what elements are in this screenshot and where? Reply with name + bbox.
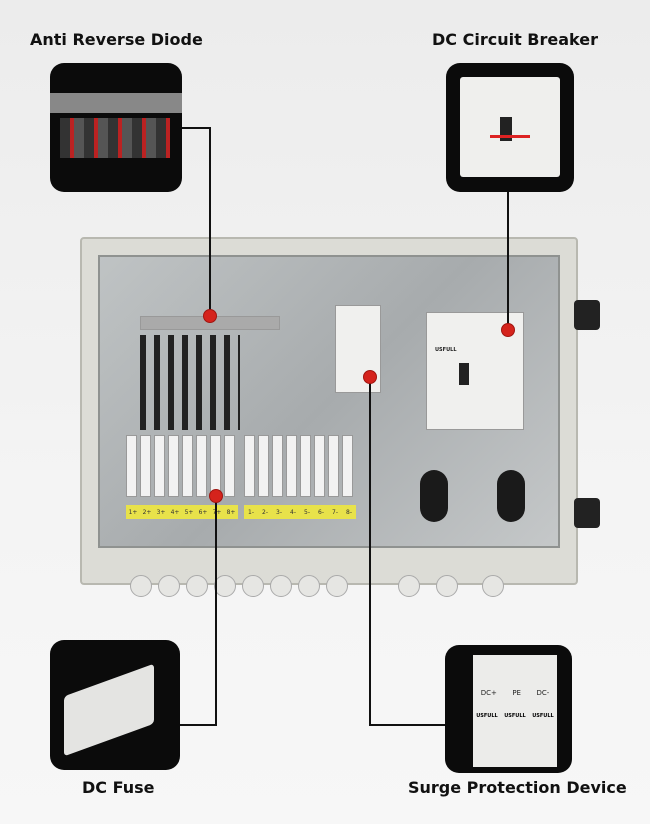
- dc-fuse-holder: [224, 435, 235, 497]
- fuse-string-label: 5+: [184, 508, 194, 516]
- cable-grommet: [497, 470, 525, 522]
- diode-marker-dot: [203, 309, 217, 323]
- fuse-string-label: 2-: [262, 508, 268, 516]
- lock-latch[interactable]: [574, 498, 600, 528]
- fuse-string-label: 3-: [276, 508, 282, 516]
- dc-fuse-holder: [328, 435, 339, 497]
- fuse-string-label: 3+: [156, 508, 166, 516]
- spd-marker-dot: [363, 370, 377, 384]
- cable-grommet: [420, 470, 448, 522]
- cable-gland: [214, 575, 236, 597]
- spd-terminal-label: PE: [512, 689, 521, 697]
- fuse-string-label: 8-: [346, 508, 352, 516]
- fuse-string-label: 1+: [128, 508, 138, 516]
- cable-gland: [326, 575, 348, 597]
- lock-latch[interactable]: [574, 300, 600, 330]
- cable-gland: [270, 575, 292, 597]
- fuse-string-label: 4+: [170, 508, 180, 516]
- dc-fuse-holder: [258, 435, 269, 497]
- spd-photo: DC+ PE DC- USFULL USFULL USFULL: [473, 655, 557, 767]
- dc-fuse-holder: [154, 435, 165, 497]
- dc-fuse-holder: [272, 435, 283, 497]
- dc-fuse-holder: [244, 435, 255, 497]
- dc-fuse-holder: [126, 435, 137, 497]
- dc-fuse-holder: [314, 435, 325, 497]
- dc-fuse-title: DC Fuse: [82, 778, 155, 797]
- dc-fuse-holder: [140, 435, 151, 497]
- anti-reverse-diode-inset: [50, 63, 182, 192]
- dc-fuse-inset: [50, 640, 180, 770]
- cable-gland: [130, 575, 152, 597]
- fuse-string-label: 7-: [332, 508, 338, 516]
- diode-busbar: [50, 93, 182, 113]
- breaker-photo: [460, 77, 560, 177]
- fuse-positive-labels: 1+2+3+4+5+6+7+8+: [126, 505, 238, 519]
- spd-brand: USFULL: [476, 713, 498, 719]
- dc-fuse-holder: [286, 435, 297, 497]
- surge-protection-device-title: Surge Protection Device: [408, 778, 627, 797]
- breaker-toggle: [459, 363, 469, 385]
- dc-fuse-holder: [342, 435, 353, 497]
- dc-fuse-holder: [210, 435, 221, 497]
- cable-gland: [298, 575, 320, 597]
- cable-gland: [482, 575, 504, 597]
- dc-fuse-holder: [168, 435, 179, 497]
- breaker-red-line: [490, 135, 530, 138]
- cable-gland: [158, 575, 180, 597]
- spd-brand: USFULL: [532, 713, 554, 719]
- spd-terminal-label: DC+: [480, 689, 497, 697]
- cable-gland: [242, 575, 264, 597]
- fuse-negative-labels: 1- 2- 3- 4- 5- 6- 7- 8-: [244, 505, 356, 519]
- dc-fuse-holder: [300, 435, 311, 497]
- breaker-marker-dot: [501, 323, 515, 337]
- dc-circuit-breaker-inset: [446, 63, 574, 192]
- dc-circuit-breaker-title: DC Circuit Breaker: [432, 30, 598, 49]
- fuse-string-label: 8+: [226, 508, 236, 516]
- leader-line: [209, 127, 211, 317]
- leader-line: [507, 192, 509, 330]
- dc-fuse-holder: [182, 435, 193, 497]
- diode-wires: [60, 118, 170, 158]
- fuse-marker-dot: [209, 489, 223, 503]
- fuse-string-label: 5-: [304, 508, 310, 516]
- cable-gland: [186, 575, 208, 597]
- leader-line: [182, 127, 211, 129]
- fuse-string-label: 4-: [290, 508, 296, 516]
- cable-gland: [436, 575, 458, 597]
- wires: [140, 335, 240, 430]
- fuse-holder-photo: [64, 663, 154, 757]
- fuse-string-label: 1-: [248, 508, 254, 516]
- leader-line: [369, 377, 371, 726]
- leader-line: [369, 724, 445, 726]
- spd-terminal-label: DC-: [536, 689, 550, 697]
- surge-protection-inset: DC+ PE DC- USFULL USFULL USFULL: [445, 645, 572, 773]
- leader-line: [215, 496, 217, 726]
- breaker-brand: USFULL: [435, 347, 457, 353]
- spd-brand: USFULL: [504, 713, 526, 719]
- fuse-string-label: 6-: [318, 508, 324, 516]
- leader-line: [180, 724, 217, 726]
- anti-reverse-diode-title: Anti Reverse Diode: [30, 30, 203, 49]
- dc-fuse-holder: [196, 435, 207, 497]
- cable-gland: [398, 575, 420, 597]
- fuse-string-label: 2+: [142, 508, 152, 516]
- fuse-string-label: 6+: [198, 508, 208, 516]
